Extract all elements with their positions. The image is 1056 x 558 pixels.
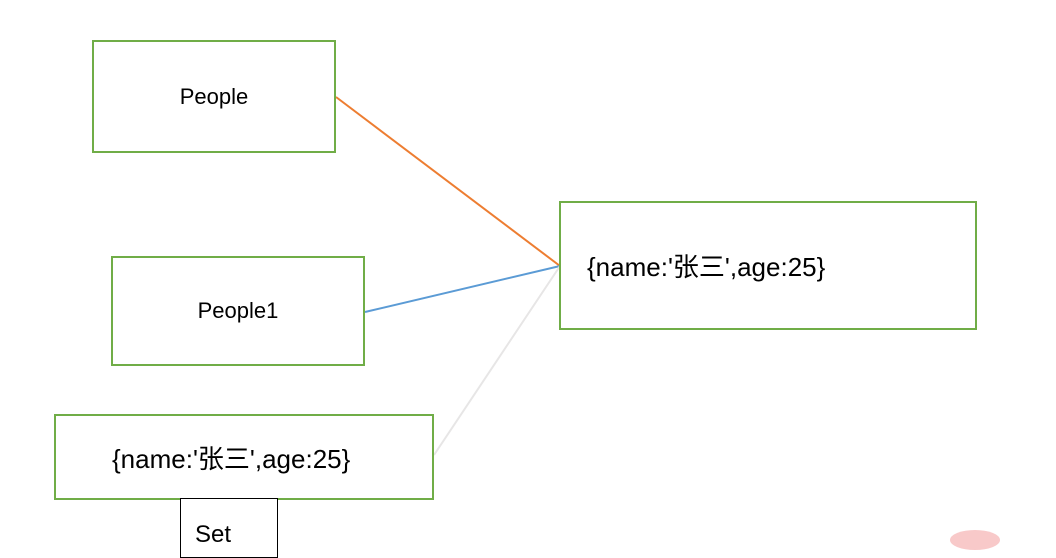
edge-people1-to-object [364, 265, 561, 313]
node-people: People [92, 40, 336, 153]
edge-object-to-object [433, 265, 561, 456]
node-object-right: {name:'张三',age:25} [559, 201, 977, 330]
node-object-left-label: {name:'张三',age:25} [112, 443, 351, 474]
node-set: Set [180, 498, 278, 558]
node-people1: People1 [111, 256, 365, 366]
edge-people-to-object [335, 96, 561, 267]
corner-decoration-shape [950, 530, 1000, 550]
node-people-label: People [179, 83, 249, 109]
node-object-right-label: {name:'张三',age:25} [587, 252, 826, 282]
diagram-canvas [335, 96, 561, 456]
node-object-left: {name:'张三',age:25} [54, 414, 434, 500]
node-people1-label: People1 [197, 298, 279, 323]
node-set-label: Set [195, 521, 232, 548]
